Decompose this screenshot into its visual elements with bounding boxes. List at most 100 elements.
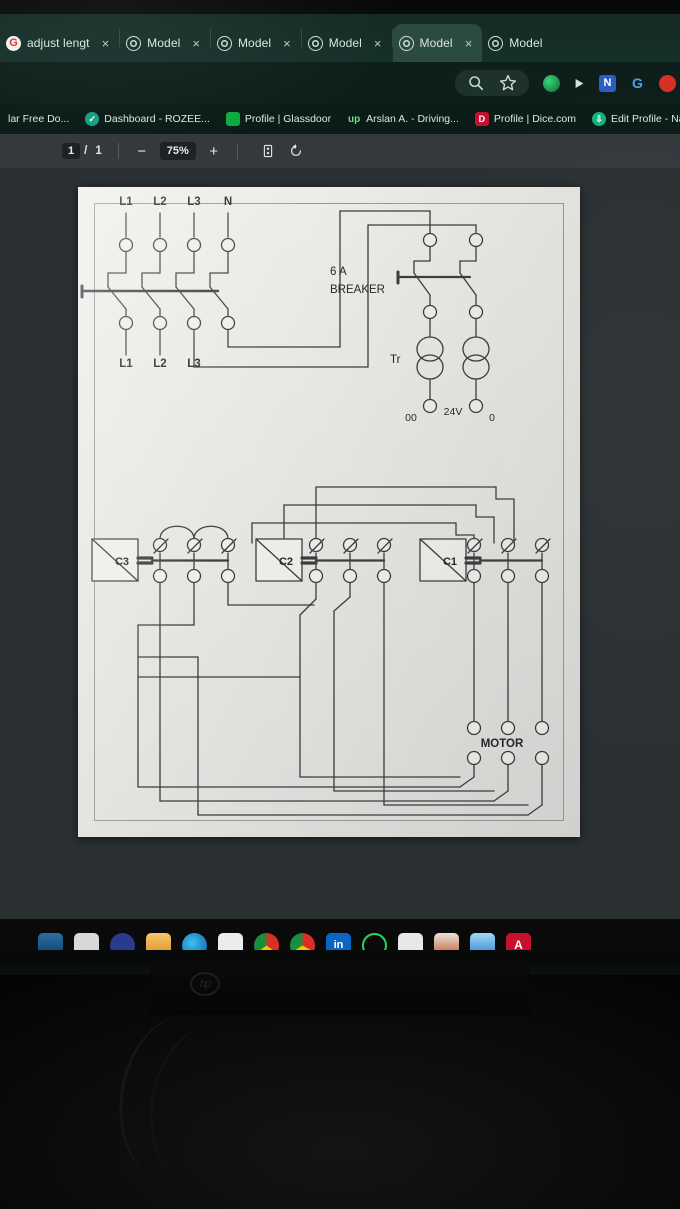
supply-label-l1-bottom: L1 — [119, 358, 133, 370]
google-extension-icon[interactable]: G — [632, 75, 643, 91]
supply-label-l2-bottom: L2 — [153, 358, 166, 370]
browser-tab-3[interactable]: Model × — [302, 24, 392, 62]
breaker-name-label: BREAKER — [330, 284, 385, 296]
supply-label-l3-top: L3 — [187, 196, 200, 208]
model-favicon — [307, 35, 323, 51]
monitor: G adjust lengt × Model × Model × — [0, 0, 680, 975]
toolbar-divider — [117, 143, 119, 159]
linkedin-app-icon[interactable]: in — [326, 932, 351, 950]
contactor-label-c1: C1 — [443, 556, 457, 568]
pdf-toolbar: 1 / 1 − 75% + — [0, 134, 680, 168]
bookmark-label: Edit Profile - Naukri — [610, 113, 680, 125]
rozee-favicon: ✓ — [85, 112, 100, 126]
model-favicon — [398, 35, 414, 51]
page-border-frame — [94, 203, 564, 821]
file-explorer-icon[interactable] — [146, 932, 171, 950]
acrobat-app-icon[interactable]: A — [506, 932, 531, 950]
red-extension-icon[interactable] — [659, 74, 676, 92]
bookmark-item-3[interactable]: up Arslan A. - Driving... — [339, 112, 467, 126]
browser-tab-4-active[interactable]: Model × — [392, 24, 483, 62]
pdf-page-input[interactable]: 1 — [62, 143, 81, 159]
toolbar-divider — [236, 143, 238, 159]
model-favicon — [216, 35, 232, 51]
browser-tab-strip: G adjust lengt × Model × Model × — [0, 14, 680, 81]
tab-title: Model — [419, 36, 453, 50]
dice-favicon: D — [474, 112, 489, 126]
wiring-schematic: L1 L2 L3 N L1 L2 L3 6 A BREAKER Tr 00 24… — [80, 196, 551, 816]
transformer-terminal-00: 00 — [405, 412, 417, 424]
whatsapp-app-icon[interactable] — [362, 932, 387, 950]
teams-app-icon[interactable] — [110, 932, 135, 950]
google-favicon: G — [6, 35, 21, 51]
browser-tab-2[interactable]: Model × — [211, 24, 301, 62]
contactor-label-c3: C3 — [115, 556, 129, 568]
tab-divider — [119, 29, 121, 47]
photos-app-icon[interactable] — [470, 932, 495, 950]
omnibox-action-group — [455, 70, 529, 96]
bookmark-item-5[interactable]: ⇩ Edit Profile - Naukri — [584, 112, 680, 126]
transformer-label: Tr — [390, 354, 401, 366]
tab-close-button[interactable]: × — [192, 35, 200, 51]
tab-title: Model — [509, 36, 543, 50]
contactor-label-c2: C2 — [279, 556, 293, 568]
page-thumbnail-icon[interactable] — [258, 143, 278, 159]
bookmark-item-1[interactable]: ✓ Dashboard - ROZEE... — [77, 112, 218, 126]
upwork-favicon: up — [347, 113, 361, 125]
windows-taskbar: in A — [0, 919, 680, 950]
bookmark-item-0[interactable]: lar Free Do... — [0, 113, 77, 125]
pdf-page: L1 L2 L3 N L1 L2 L3 6 A BREAKER Tr 00 24… — [78, 187, 580, 837]
bookmark-star-icon[interactable] — [499, 74, 517, 92]
store-app-icon[interactable] — [218, 932, 243, 950]
rotate-icon[interactable] — [286, 143, 306, 159]
bookmarks-bar: lar Free Do... ✓ Dashboard - ROZEE... Pr… — [0, 104, 680, 134]
extension-icon-group: N G — [543, 74, 678, 92]
tab-close-button[interactable]: × — [464, 35, 473, 51]
pdf-page-separator: / — [84, 145, 88, 157]
chrome-red-icon[interactable] — [254, 932, 279, 950]
windows-start-icon[interactable] — [38, 932, 63, 950]
tab-title: Model — [147, 36, 181, 50]
tab-title: adjust lengt — [27, 36, 90, 50]
bookmark-label: Profile | Glassdoor — [244, 113, 332, 125]
browser-tab-5[interactable]: Model — [482, 24, 546, 62]
bookmark-item-4[interactable]: D Profile | Dice.com — [467, 112, 584, 126]
glassdoor-favicon — [225, 112, 240, 126]
bookmark-label: Dashboard - ROZEE... — [104, 113, 210, 125]
screen-content: G adjust lengt × Model × Model × — [0, 14, 680, 950]
zoom-out-button[interactable]: − — [137, 142, 147, 160]
supply-label-l1-top: L1 — [119, 196, 133, 208]
chrome-browser-icon[interactable] — [290, 932, 315, 950]
transformer-terminal-24v: 24V — [444, 406, 463, 418]
zoom-in-button[interactable]: + — [209, 142, 219, 160]
bookmark-item-2[interactable]: Profile | Glassdoor — [218, 112, 339, 126]
outlook-app-icon[interactable] — [434, 932, 459, 950]
naukri-favicon: ⇩ — [591, 112, 606, 126]
browser-tab-0[interactable]: G adjust lengt × — [0, 24, 119, 62]
tab-close-button[interactable]: × — [283, 35, 291, 51]
edge-browser-icon[interactable] — [182, 932, 207, 950]
search-icon[interactable] — [467, 74, 485, 92]
pdf-viewer: 1 / 1 − 75% + — [0, 134, 680, 950]
grammarly-extension-icon[interactable] — [543, 74, 560, 92]
model-favicon — [126, 35, 142, 51]
hp-brand-logo: hp — [190, 972, 220, 996]
zoom-level-display[interactable]: 75% — [159, 142, 196, 160]
pdf-total-pages: 1 — [95, 145, 102, 157]
model-favicon — [488, 35, 504, 51]
tab-divider — [391, 29, 393, 47]
media-play-extension-icon[interactable] — [573, 77, 586, 90]
tab-close-button[interactable]: × — [373, 35, 382, 51]
snipping-tool-icon[interactable] — [398, 932, 423, 950]
supply-label-l2-top: L2 — [153, 196, 166, 208]
tab-close-button[interactable]: × — [101, 35, 110, 51]
browser-toolbar: N G — [0, 62, 680, 104]
pdf-page-area: L1 L2 L3 N L1 L2 L3 6 A BREAKER Tr 00 24… — [0, 168, 680, 950]
office-extension-icon[interactable]: N — [599, 74, 616, 92]
bookmark-label: lar Free Do... — [8, 113, 70, 125]
browser-tab-1[interactable]: Model × — [120, 24, 210, 62]
tab-divider — [209, 29, 211, 47]
breaker-rating-label: 6 A — [330, 266, 347, 278]
notes-app-icon[interactable] — [74, 932, 99, 950]
bookmark-label: Arslan A. - Driving... — [366, 113, 459, 125]
